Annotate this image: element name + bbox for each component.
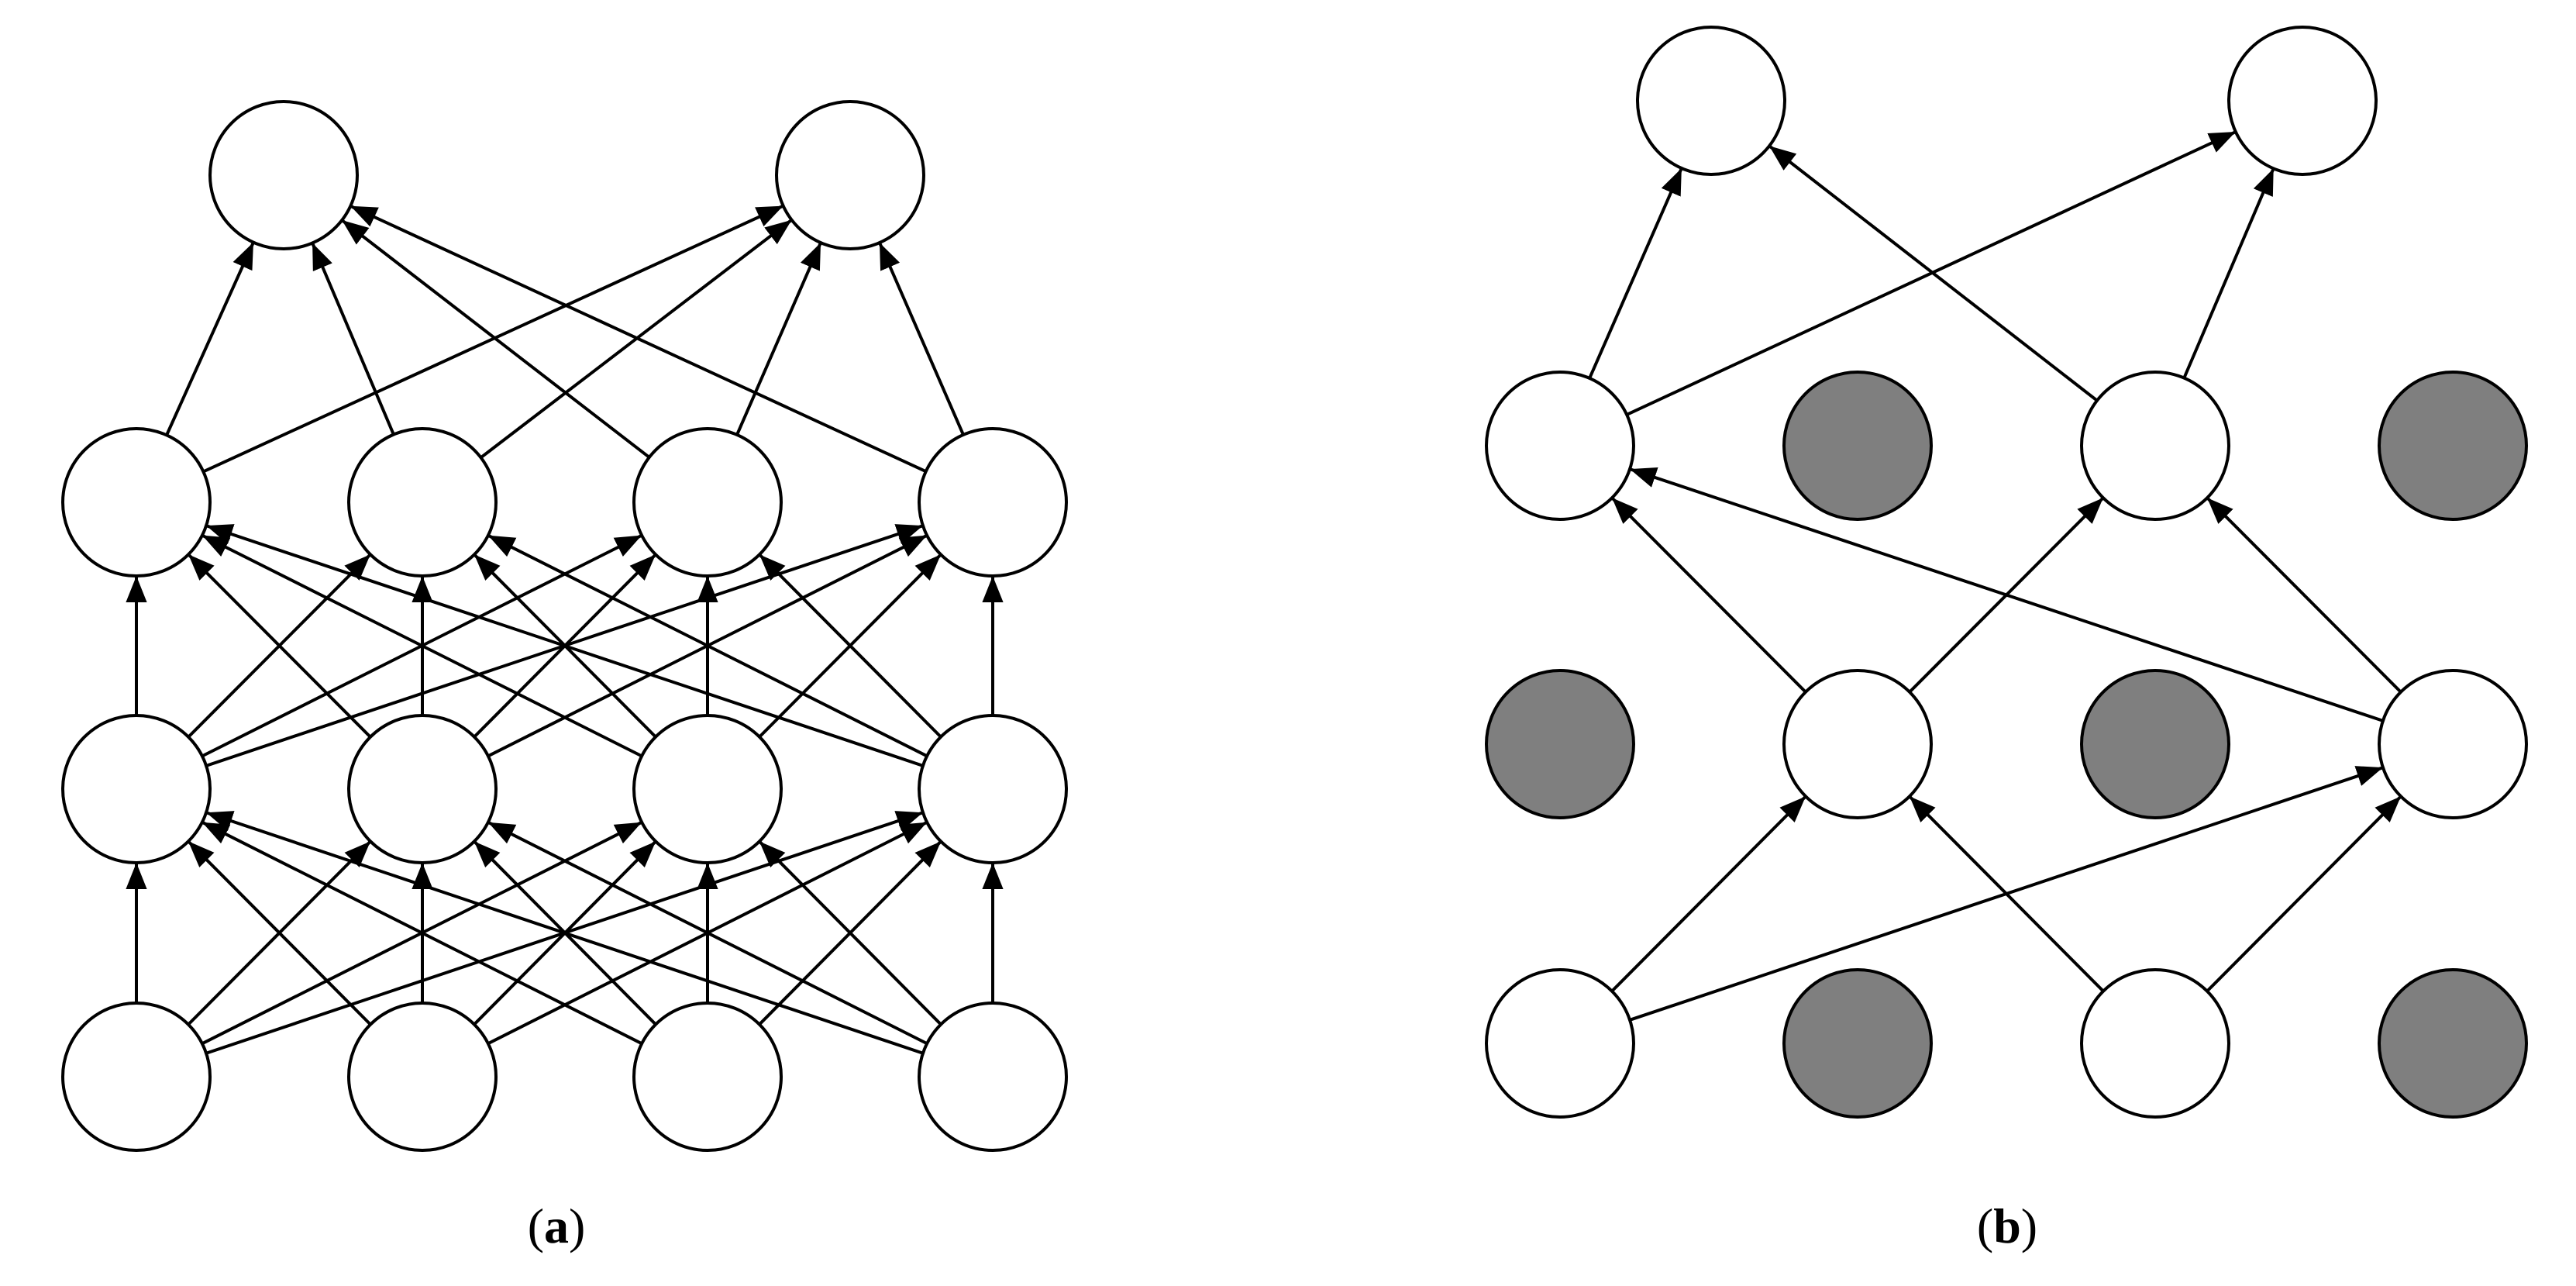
neuron-node — [347, 427, 498, 577]
connection-arrow — [1629, 467, 2384, 722]
connection-arrow — [2182, 167, 2275, 379]
neuron-node — [775, 100, 925, 250]
neuron-node — [2378, 669, 2528, 819]
connection-arrow — [1610, 496, 1807, 694]
neuron-node — [632, 1002, 783, 1152]
neuron-node — [61, 427, 212, 577]
neuron-node — [1782, 669, 1933, 819]
neuron-node — [347, 1002, 498, 1152]
connection-arrow — [758, 840, 942, 1026]
dropped-neuron-node — [2080, 669, 2230, 819]
neuron-node — [2227, 26, 2378, 176]
dropped-neuron-node — [2378, 371, 2528, 521]
neuron-node — [2080, 968, 2230, 1119]
connection-arrow — [878, 242, 965, 436]
connection-arrow — [2206, 795, 2402, 993]
connection-arrow — [201, 533, 642, 758]
standard-network-nodes — [61, 100, 1068, 1152]
connection-arrow — [1768, 144, 2099, 402]
connection-arrow — [487, 820, 928, 1046]
caption-a-letter: a — [544, 1198, 569, 1253]
dropped-neuron-node — [1782, 371, 1933, 521]
dropout-network-nodes — [1485, 26, 2528, 1119]
connection-arrow — [758, 553, 942, 739]
connection-arrow — [487, 533, 928, 758]
neuron-node — [918, 714, 1068, 864]
connection-arrow — [735, 242, 822, 436]
connection-arrow — [165, 241, 255, 436]
dropout-network-edges — [1588, 130, 2402, 1022]
neuron-node — [632, 427, 783, 577]
neural-network-diagram — [61, 26, 2528, 1152]
neuron-node — [1485, 371, 1635, 521]
connection-arrow — [340, 219, 651, 459]
connection-arrow — [1610, 795, 1807, 993]
caption-a: (a) — [527, 1198, 586, 1253]
dropped-neuron-node — [1485, 669, 1635, 819]
caption-b: (b) — [1976, 1198, 2038, 1253]
neuron-node — [2080, 371, 2230, 521]
connection-arrow — [205, 811, 924, 1055]
connection-arrow — [187, 840, 372, 1026]
connection-arrow — [311, 242, 395, 436]
neuron-node — [208, 100, 359, 250]
neuron-node — [918, 1002, 1068, 1152]
connection-arrow — [1908, 795, 2105, 993]
neuron-node — [1636, 26, 1786, 176]
dropped-neuron-node — [1782, 968, 1933, 1119]
connection-arrow — [205, 524, 924, 767]
neuron-node — [61, 714, 212, 864]
connection-arrow — [1588, 167, 1683, 379]
dropped-neuron-node — [2378, 968, 2528, 1119]
caption-b-letter: b — [1993, 1198, 2021, 1253]
standard-network-panel — [61, 100, 1068, 1152]
connection-arrow — [2206, 496, 2402, 694]
connection-arrow — [201, 820, 643, 1046]
standard-network-edges — [126, 204, 1004, 1055]
connection-arrow — [350, 204, 927, 474]
neuron-node — [632, 714, 783, 864]
neuron-node — [918, 427, 1068, 577]
neuron-node — [61, 1002, 212, 1152]
neuron-node — [347, 714, 498, 864]
connection-arrow — [187, 553, 372, 739]
neuron-node — [1485, 968, 1635, 1119]
dropout-network-panel — [1485, 26, 2528, 1119]
